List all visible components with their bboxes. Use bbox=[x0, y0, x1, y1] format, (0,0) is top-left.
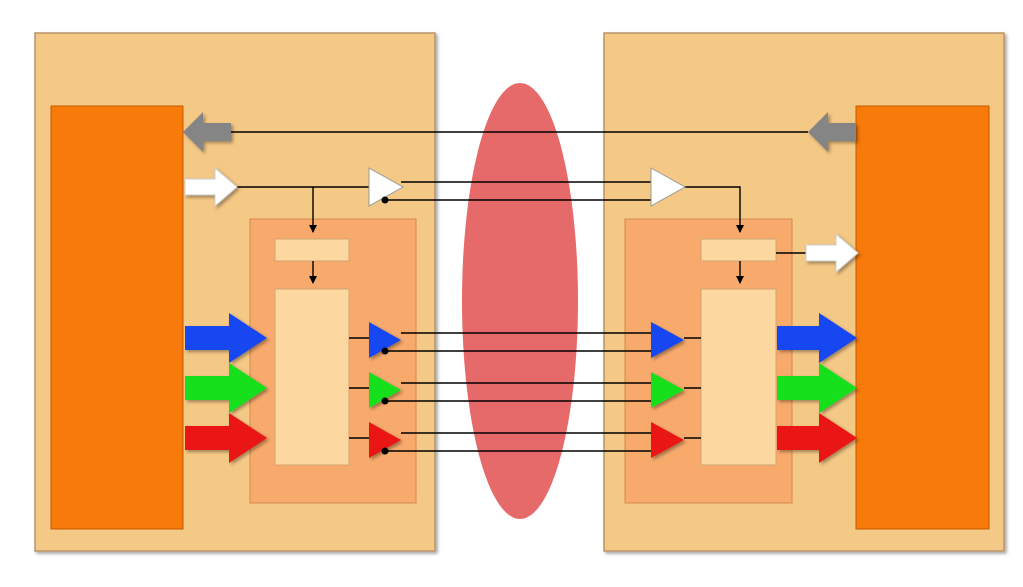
red-arrow-in-icon bbox=[185, 413, 267, 463]
green-arrow-out-icon bbox=[777, 363, 857, 413]
wires bbox=[230, 131, 808, 452]
driver-green-bubble bbox=[381, 397, 389, 405]
left-small-block bbox=[274, 238, 350, 262]
white-arrow-out-icon bbox=[805, 232, 859, 274]
receivers bbox=[650, 167, 687, 458]
right-small-block bbox=[700, 238, 777, 262]
left-tall-block bbox=[274, 288, 350, 466]
blue-arrow-out-icon bbox=[777, 313, 857, 363]
receiver-blue-icon bbox=[651, 322, 684, 358]
control-branch-right bbox=[684, 186, 744, 233]
left-panel bbox=[34, 32, 436, 552]
drivers bbox=[368, 167, 405, 458]
red-arrow-out-icon bbox=[777, 413, 857, 463]
driver-green-icon bbox=[369, 372, 401, 408]
blue-arrow-in-icon bbox=[185, 313, 267, 363]
gray-arrow-right-icon bbox=[808, 112, 856, 152]
driver-red-icon bbox=[369, 422, 401, 458]
gray-arrow-left-icon bbox=[183, 112, 231, 152]
right-panel bbox=[603, 32, 1005, 552]
driver-blue-icon bbox=[369, 322, 401, 358]
right-device-block bbox=[855, 105, 990, 530]
left-device-block bbox=[50, 105, 184, 530]
right-tall-block bbox=[700, 288, 777, 466]
receiver-red-icon bbox=[651, 422, 684, 458]
driver-blue-bubble bbox=[381, 347, 389, 355]
green-arrow-in-icon bbox=[185, 363, 267, 413]
driver-white-icon bbox=[368, 167, 405, 207]
white-arrow-in-icon bbox=[184, 166, 238, 208]
block-arrows bbox=[183, 112, 859, 463]
driver-red-bubble bbox=[381, 447, 389, 455]
receiver-white-icon bbox=[650, 167, 687, 207]
receiver-green-icon bbox=[651, 372, 684, 408]
channel-ellipse-icon bbox=[462, 83, 578, 519]
driver-white-bubble bbox=[381, 196, 389, 204]
